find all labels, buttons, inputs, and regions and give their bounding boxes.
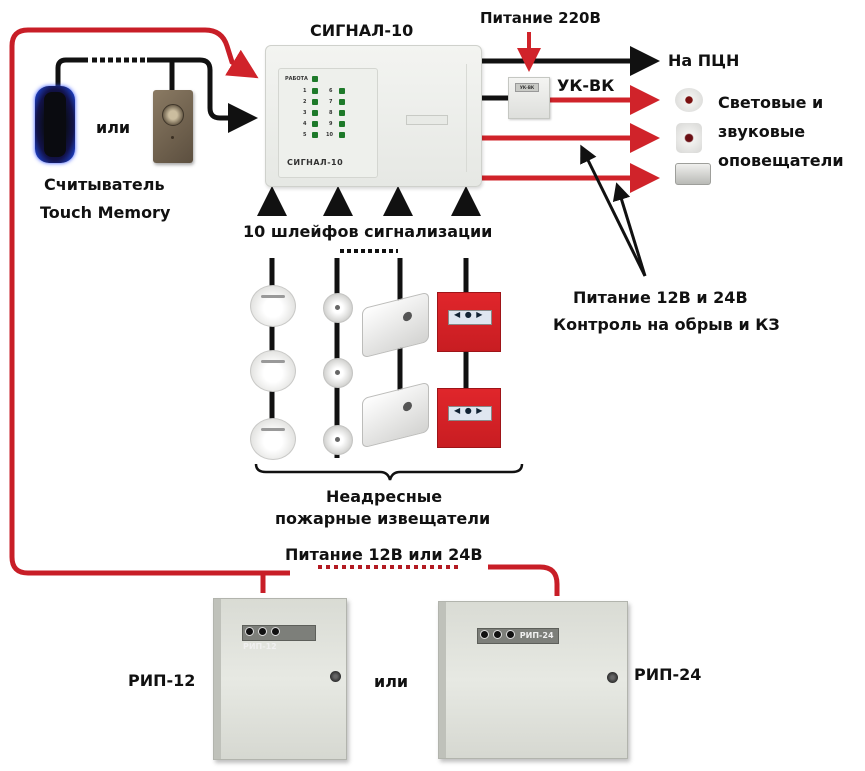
status-led — [312, 76, 318, 82]
zone-num: 9 — [329, 121, 333, 127]
ukvk-label: УК-ВК — [557, 76, 615, 95]
heat-detector-icon — [323, 425, 353, 455]
zone-num: 2 — [303, 99, 307, 105]
rip24-label: РИП-24 — [634, 665, 702, 684]
pcn-label: На ПЦН — [668, 51, 740, 70]
signal10-controller: РАБОТА 1 2 3 4 5 6 7 8 9 10 СИГНАЛ-10 — [265, 45, 482, 187]
brand-logo — [406, 115, 448, 125]
note-pointer-1 — [580, 144, 647, 277]
zone-led — [312, 88, 318, 94]
zone-led — [339, 88, 345, 94]
rip12-plate: РИП-12 — [242, 625, 316, 651]
siren-square-icon — [676, 123, 702, 153]
zone-num: 5 — [303, 132, 307, 138]
manual-call-point-icon — [437, 292, 501, 352]
rip12-plate-text: РИП-12 — [243, 642, 277, 651]
touch-memory-plate-icon — [153, 90, 193, 163]
lock-icon — [607, 672, 618, 683]
rip-or-label: или — [374, 672, 409, 691]
heat-detector-icon — [323, 358, 353, 388]
notifiers-label-line1: Световые и — [718, 93, 824, 112]
detectors-label-line1: Неадресные — [326, 487, 443, 506]
zone-led — [339, 132, 345, 138]
led-panel: РАБОТА 1 2 3 4 5 6 7 8 9 10 СИГНАЛ-10 — [278, 68, 378, 178]
reader-label-line1: Считыватель — [44, 175, 165, 194]
zone-num: 10 — [326, 132, 333, 138]
status-led-label: РАБОТА — [285, 76, 308, 82]
rip12-power-supply: РИП-12 — [213, 598, 347, 760]
cover-edge — [466, 64, 473, 172]
notifiers-label-line3: оповещатели — [718, 151, 844, 170]
zone-led — [312, 110, 318, 116]
zone-led — [339, 110, 345, 116]
zone-num: 6 — [329, 88, 333, 94]
zone-led — [339, 99, 345, 105]
rip24-plate-text: РИП-24 — [519, 631, 554, 640]
zone-num: 3 — [303, 110, 307, 116]
power-line-rip24 — [488, 564, 560, 596]
zone-num: 4 — [303, 121, 307, 127]
light-board-icon — [675, 163, 711, 185]
lock-icon — [330, 671, 341, 682]
strobe-round-icon — [675, 88, 703, 112]
power-line-main — [9, 27, 290, 576]
ukvk-tag: УК-ВК — [515, 83, 539, 92]
rip24-plate: РИП-24 — [477, 628, 559, 644]
loops-label: 10 шлейфов сигнализации — [243, 222, 493, 241]
detectors-label-line2: пожарные извещатели — [275, 509, 491, 528]
zone-led — [339, 121, 345, 127]
zone-num: 7 — [329, 99, 333, 105]
zone-led — [312, 132, 318, 138]
power-220-label: Питание 220В — [480, 9, 601, 27]
notifier-power-note-line1: Питание 12В и 24В — [573, 288, 748, 307]
zone-num: 8 — [329, 110, 333, 116]
manual-call-point-icon — [437, 388, 501, 448]
zone-led — [312, 99, 318, 105]
power-supply-label: Питание 12В или 24В — [285, 545, 483, 564]
proximity-reader-icon — [35, 86, 75, 163]
ukvk-relay-box: УК-ВК — [508, 77, 550, 119]
rip12-label: РИП-12 — [128, 671, 196, 690]
panel-name: СИГНАЛ-10 — [287, 158, 344, 167]
reader-or-label: или — [96, 118, 131, 137]
smoke-detector-icon — [250, 285, 296, 327]
reader-label-line2: Touch Memory — [40, 203, 171, 222]
zone-num: 1 — [303, 88, 307, 94]
reader-wire — [55, 57, 88, 88]
smoke-detector-icon — [250, 418, 296, 460]
detectors-brace — [254, 463, 524, 481]
notifiers-label-line2: звуковые — [718, 122, 806, 141]
heat-detector-icon — [323, 293, 353, 323]
rip24-power-supply: РИП-24 — [438, 601, 628, 759]
reader-wire-main — [147, 57, 258, 133]
controller-label: СИГНАЛ-10 — [310, 21, 414, 40]
notifier-power-note-line2: Контроль на обрыв и КЗ — [553, 315, 780, 334]
note-pointer-2 — [612, 182, 647, 277]
smoke-detector-icon — [250, 350, 296, 392]
zone-led — [312, 121, 318, 127]
